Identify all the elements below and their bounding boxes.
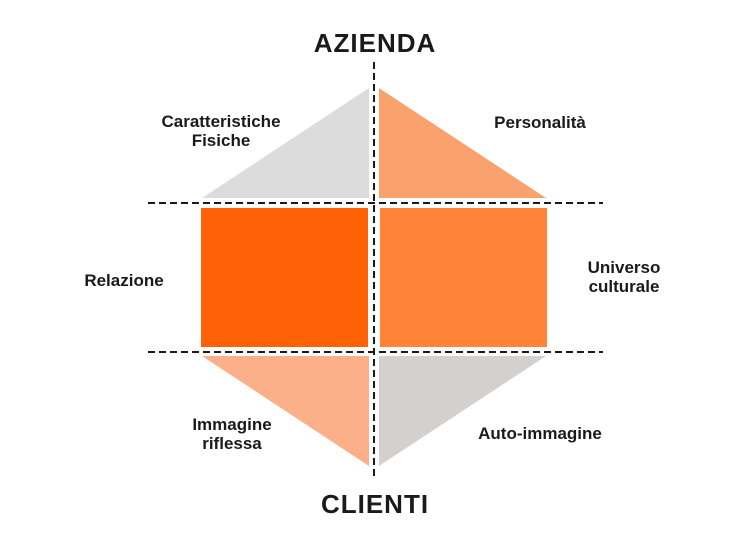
- facet-personalita: [379, 88, 546, 198]
- label-universo-line-1: Universo: [587, 258, 661, 277]
- label-caratteristiche-fisiche: Caratteristiche Fisiche: [140, 112, 302, 150]
- label-immagine-line-1: Immagine: [192, 415, 272, 434]
- title-clienti: CLIENTI: [320, 489, 430, 519]
- label-relazione: Relazione: [84, 271, 164, 290]
- label-universo-line-2: culturale: [588, 277, 660, 296]
- facet-relazione: [201, 208, 368, 347]
- label-immagine-line-2: riflessa: [202, 434, 262, 453]
- facet-immagine-riflessa: [202, 356, 369, 466]
- facet-auto-immagine: [379, 356, 546, 466]
- label-personalita: Personalità: [494, 113, 586, 132]
- label-caratteristiche-line-1: Caratteristiche: [161, 112, 281, 131]
- label-caratteristiche-line-2: Fisiche: [191, 131, 251, 150]
- facet-universo-culturale: [380, 208, 547, 347]
- label-universo-culturale: Universo culturale: [564, 258, 684, 296]
- label-immagine-riflessa: Immagine riflessa: [172, 415, 292, 453]
- facet-caratteristiche-fisiche: [202, 88, 369, 198]
- title-azienda: AZIENDA: [313, 28, 437, 58]
- label-auto-immagine: Auto-immagine: [478, 424, 602, 443]
